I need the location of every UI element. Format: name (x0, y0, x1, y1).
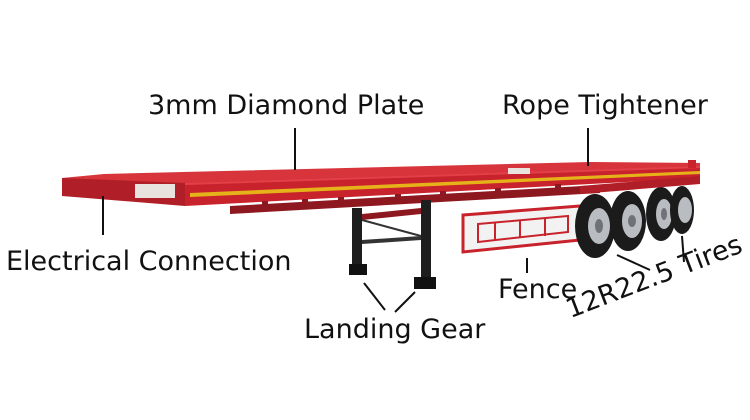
leader-tires-1 (616, 254, 651, 271)
trailer-deck-top (62, 162, 700, 185)
leader-tires-2 (681, 235, 685, 263)
leader-lines (102, 128, 685, 313)
reflective-stripe (190, 171, 700, 197)
label-fence: Fence (498, 274, 578, 305)
leader-landing-gear-right (394, 291, 416, 313)
label-diamond-plate: 3mm Diamond Plate (148, 90, 425, 121)
tires (575, 186, 694, 258)
label-electrical-connection: Electrical Connection (6, 246, 292, 277)
landing-gear-legs (349, 200, 436, 289)
leader-landing-gear-left (363, 282, 386, 311)
side-fence (461, 204, 582, 254)
label-rope-tightener: Rope Tightener (502, 90, 708, 121)
trailer-side-rail (185, 166, 700, 206)
trailer-underframe (230, 185, 600, 214)
front-plate (135, 184, 175, 198)
label-landing-gear: Landing Gear (304, 314, 486, 345)
